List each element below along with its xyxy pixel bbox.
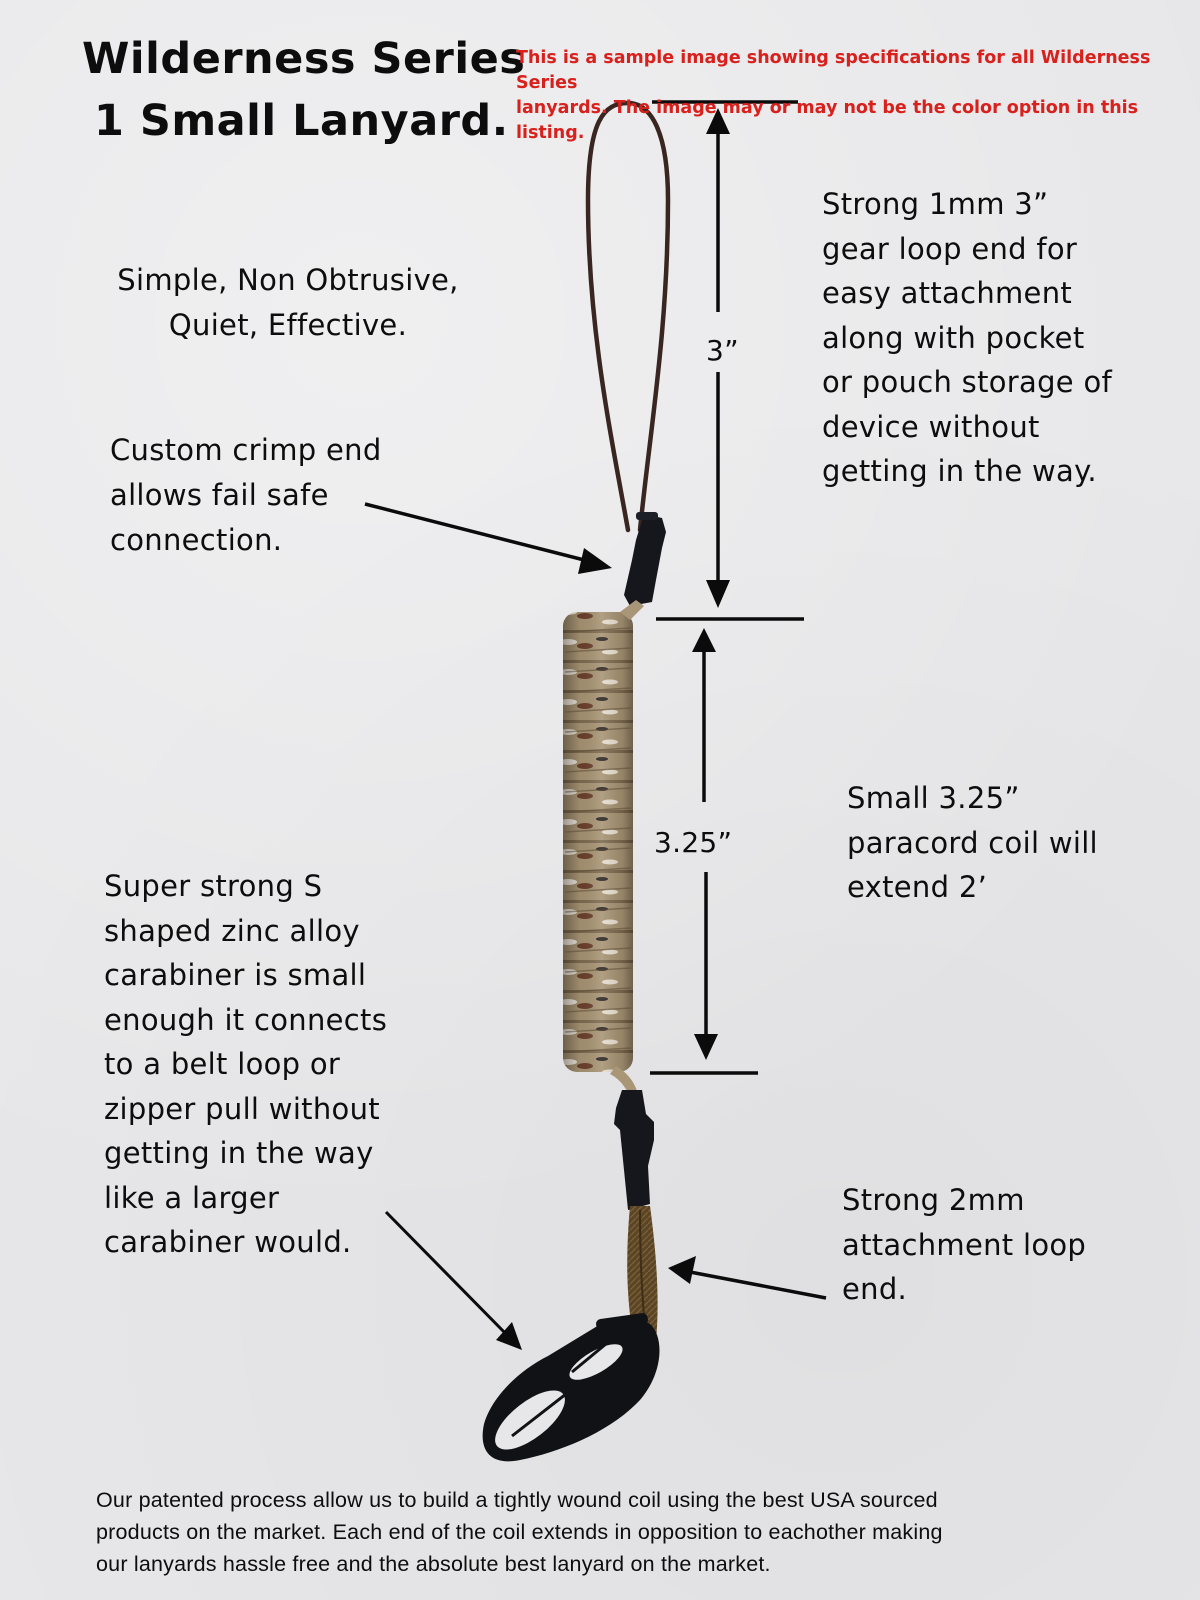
- dimension-loop: [652, 100, 804, 621]
- lower-crimp: [614, 1090, 654, 1210]
- arrow-carabiner: [384, 1210, 522, 1350]
- callout-crimp-end: Custom crimp end allows fail safe connec…: [110, 433, 382, 557]
- arrow-crimp: [364, 502, 612, 574]
- callout-carabiner: Super strong S shaped zinc alloy carabin…: [104, 869, 388, 1259]
- title-product: 1 Small Lanyard.: [94, 96, 509, 146]
- footer-description: Our patented process allow us to build a…: [96, 1488, 943, 1576]
- upper-crimp: [624, 512, 666, 606]
- tagline: Simple, Non Obtrusive, Quiet, Effective.: [117, 263, 459, 342]
- dimension-coil: [650, 628, 758, 1075]
- title-series: Wilderness Series: [82, 34, 526, 84]
- paracord-coil: [563, 600, 644, 1098]
- dimension-label-coil: 3.25”: [654, 826, 733, 859]
- callout-attachment-loop: Strong 2mm attachment loop end.: [842, 1183, 1087, 1306]
- s-carabiner: [482, 1313, 660, 1462]
- dimension-label-loop: 3”: [706, 334, 739, 367]
- callout-coil: Small 3.25” paracord coil will extend 2’: [847, 781, 1098, 904]
- arrow-attachment-loop: [668, 1256, 827, 1300]
- disclaimer-note: This is a sample image showing specifica…: [516, 48, 1151, 143]
- gear-loop-cord: [585, 100, 671, 533]
- callout-gear-loop: Strong 1mm 3” gear loop end for easy att…: [822, 187, 1112, 488]
